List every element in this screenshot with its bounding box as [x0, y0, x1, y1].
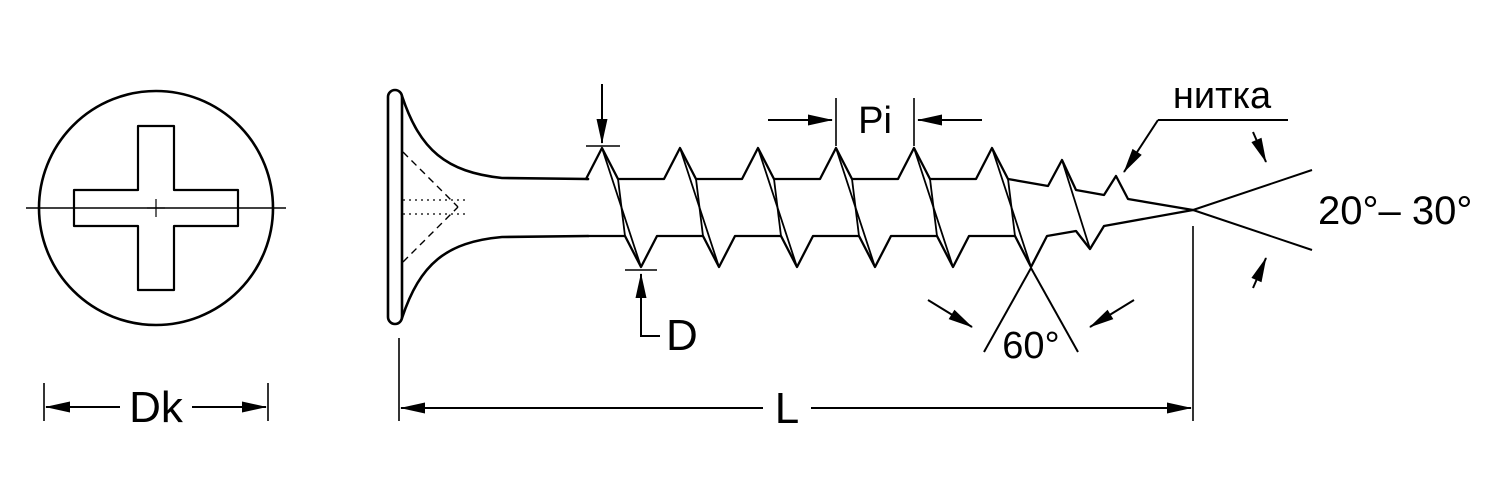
screw-side-view — [386, 88, 1195, 326]
phillips-recess-cross — [72, 124, 240, 292]
thread-callout: нитка — [1123, 75, 1288, 173]
thread-helix-lines — [601, 147, 1091, 268]
dimension-l: L — [398, 226, 1194, 433]
tip-angle-arrow-lower — [1251, 257, 1267, 289]
thread-angle-arrow-left — [927, 299, 973, 328]
thread-profile-top — [584, 146, 1195, 212]
label-pi: Pi — [858, 100, 892, 142]
dimension-thread-angle: 60° — [927, 267, 1135, 367]
dimension-pi: Pi — [768, 98, 982, 146]
hidden-recess-lines — [402, 151, 465, 263]
thread-angle-line-left — [983, 267, 1032, 353]
crest-pointer — [586, 84, 620, 147]
head-profile-bottom — [400, 234, 590, 320]
dimension-tip-angle: 20°– 30° — [1192, 131, 1472, 289]
thread-angle-line-right — [1030, 267, 1079, 353]
tip-angle-line-upper — [1192, 169, 1313, 211]
thread-angle-arrow-right — [1089, 299, 1135, 328]
label-l: L — [775, 384, 799, 433]
tip-angle-line-lower — [1192, 209, 1313, 251]
thread-callout-arrow — [1123, 119, 1159, 173]
head-cap — [386, 88, 404, 326]
d-leader — [640, 314, 660, 337]
head-profile-top — [400, 94, 590, 181]
head-top-view — [26, 89, 286, 327]
label-thread-angle: 60° — [1002, 325, 1059, 367]
label-tip-angle: 20°– 30° — [1318, 189, 1472, 233]
label-d: D — [666, 311, 698, 360]
label-thread: нитка — [1173, 75, 1272, 117]
thread-profile-bottom — [586, 208, 1195, 269]
dimension-d: D — [625, 269, 698, 360]
label-dk: Dk — [129, 383, 184, 432]
dimension-dk: Dk — [43, 383, 269, 432]
tip-angle-arrow-upper — [1251, 131, 1267, 163]
center-crosshair — [147, 199, 165, 217]
